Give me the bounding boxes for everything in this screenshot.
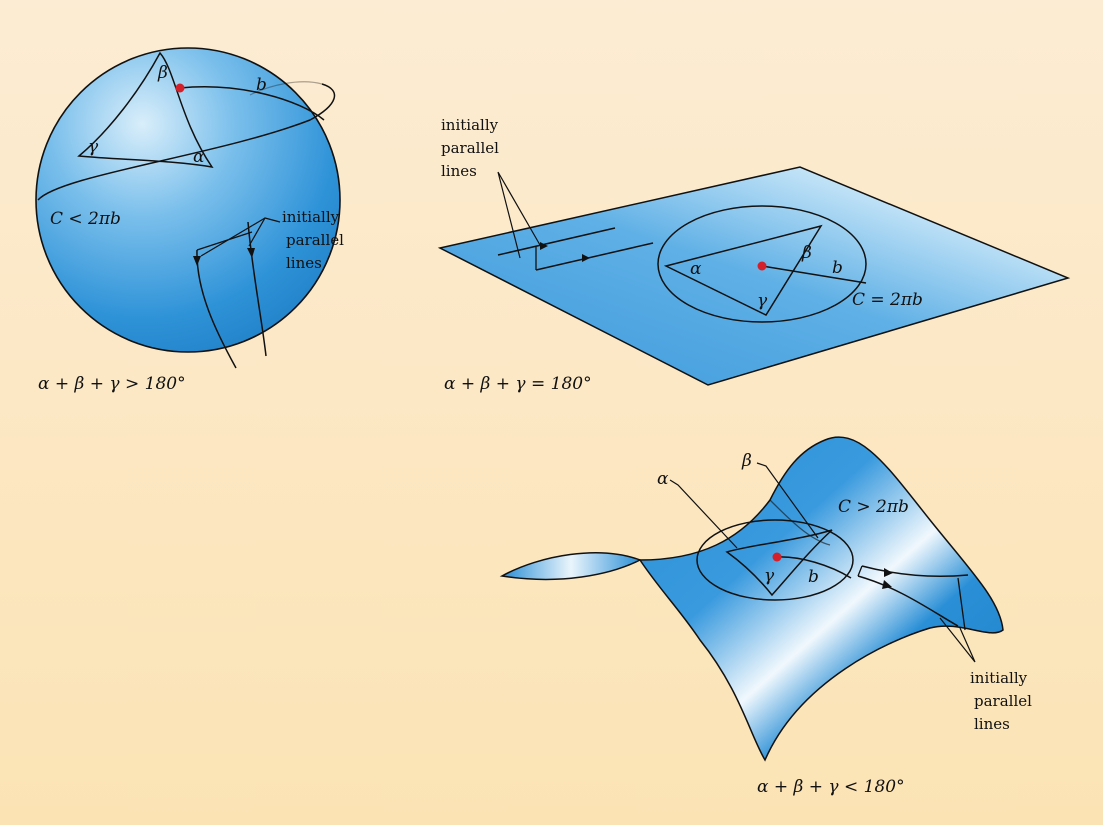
saddle-callout-lines xyxy=(939,617,976,663)
saddle-b-label: b xyxy=(808,567,819,587)
plane-parallel-label: initially parallel lines xyxy=(441,116,504,180)
sphere-circle-c xyxy=(37,83,336,201)
saddle-gamma-label: γ xyxy=(764,566,775,586)
saddle-alpha-callout xyxy=(669,479,738,549)
saddle-alpha-label: α xyxy=(657,469,669,489)
sphere-gamma-label: γ xyxy=(88,137,99,157)
sphere-radius-b xyxy=(179,86,325,121)
sphere xyxy=(35,47,341,353)
sphere-arrow-2 xyxy=(247,248,255,258)
plane-parallel-line-2 xyxy=(535,242,654,271)
plane-surface xyxy=(437,166,1071,386)
plane-center-dot xyxy=(757,261,767,271)
saddle-triangle xyxy=(725,529,833,597)
plane-circumference-label: C = 2πb xyxy=(852,290,923,310)
plane-gamma-label: γ xyxy=(757,291,768,311)
saddle-arrow-2 xyxy=(882,580,892,589)
plane-angle-sum: α + β + γ = 180° xyxy=(444,374,592,394)
plane-figure: α β γ b C = 2πb initially parallel lines… xyxy=(437,116,1071,394)
saddle-parallel-end xyxy=(957,577,966,631)
sphere-parallel-start xyxy=(196,231,253,251)
plane-beta-label: β xyxy=(801,243,812,263)
saddle-beta-label: β xyxy=(741,451,752,471)
plane-alpha-label: α xyxy=(690,259,702,279)
plane-arrow-1 xyxy=(540,242,548,250)
sphere-alpha-label: α xyxy=(193,147,205,167)
sphere-angle-sum: α + β + γ > 180° xyxy=(38,374,186,394)
saddle-fold xyxy=(769,499,831,546)
saddle-circle-c xyxy=(696,519,854,601)
saddle-parallel-label: initially parallel lines xyxy=(970,669,1037,733)
sphere-beta-label: β xyxy=(157,63,168,83)
plane-callout-lines xyxy=(497,171,541,259)
sphere-center-dot xyxy=(175,83,185,93)
saddle-circumference-label: C > 2πb xyxy=(838,497,909,517)
sphere-callout-lines xyxy=(200,217,281,257)
sphere-arrow-1 xyxy=(193,256,201,266)
sphere-figure: β γ α b C < 2πb initially parallel lines… xyxy=(35,47,349,394)
saddle-parallel-line-2 xyxy=(857,575,959,627)
plane-arrow-2 xyxy=(582,254,590,262)
saddle-arrow-1 xyxy=(884,568,893,577)
sphere-circumference-label: C < 2πb xyxy=(50,209,121,229)
plane-circle-c xyxy=(657,205,867,323)
sphere-parallel-line-2 xyxy=(247,221,267,357)
saddle-beta-callout xyxy=(756,462,819,539)
saddle-center-dot xyxy=(772,552,782,562)
sphere-b-label: b xyxy=(256,75,267,95)
saddle-radius-b xyxy=(776,556,852,579)
saddle-parallel-start xyxy=(857,565,863,577)
sphere-parallel-label: initially parallel lines xyxy=(282,208,349,272)
saddle-surface xyxy=(638,436,1004,762)
sphere-triangle xyxy=(77,51,214,169)
plane-b-label: b xyxy=(832,258,843,278)
plane-radius-b xyxy=(761,265,867,284)
saddle-figure: α β γ b C > 2πb initially parallel lines… xyxy=(499,436,1037,797)
saddle-parallel-line-1 xyxy=(861,565,969,578)
saddle-angle-sum: α + β + γ < 180° xyxy=(757,777,905,797)
saddle-front-flap xyxy=(499,552,642,581)
